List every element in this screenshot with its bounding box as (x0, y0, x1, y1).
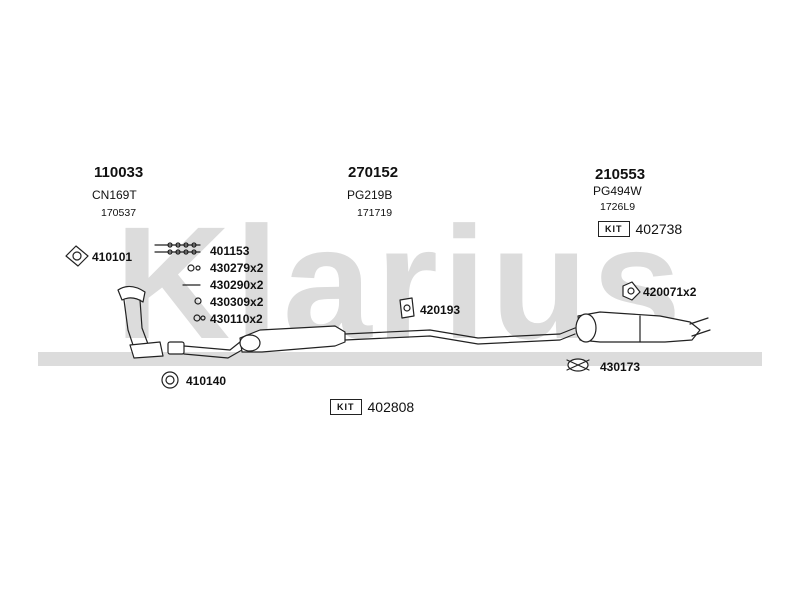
part-label: 410140 (186, 374, 227, 388)
bolt-set-icon (154, 242, 206, 322)
part-label: 430279x2 (210, 261, 264, 275)
kit-rear: KIT 402738 (598, 221, 682, 237)
column-2-ref-code: 171719 (357, 207, 393, 219)
mid-pipe (344, 327, 576, 345)
hanger-rear-icon (622, 281, 641, 301)
column-3-main-code: 210553 (595, 166, 646, 183)
hanger-mid-icon (399, 297, 415, 319)
column-2-sub-code: PG219B (347, 188, 393, 202)
column-1-main-code: 110033 (94, 164, 144, 181)
clamp-icon (566, 358, 590, 372)
center-silencer (239, 325, 346, 353)
kit-number: 402738 (635, 221, 683, 237)
part-label: 430309x2 (210, 295, 264, 309)
column-2-main-code: 270152 (348, 164, 399, 181)
column-1-sub-code: CN169T (92, 188, 137, 202)
part-label: 430173 (600, 360, 641, 374)
part-label: 430290x2 (210, 278, 264, 292)
column-3-sub-code: PG494W (593, 184, 642, 198)
intermediate-pipe (167, 341, 243, 359)
part-label: 430110x2 (210, 312, 263, 326)
kit-badge: KIT (598, 221, 630, 237)
part-label: 410101 (92, 250, 133, 264)
rear-silencer (575, 311, 711, 343)
part-label: 420071x2 (643, 285, 697, 299)
column-3-ref-code: 1726L9 (600, 201, 636, 213)
kit-badge: KIT (330, 399, 362, 415)
part-label: 401153 (210, 244, 250, 258)
kit-main: KIT 402808 (330, 399, 414, 415)
gasket-icon (65, 245, 89, 267)
column-1-ref-code: 170537 (101, 207, 137, 219)
front-downpipe (117, 285, 164, 359)
ring-icon (161, 371, 179, 389)
kit-number: 402808 (367, 399, 415, 415)
part-label: 420193 (420, 303, 461, 317)
